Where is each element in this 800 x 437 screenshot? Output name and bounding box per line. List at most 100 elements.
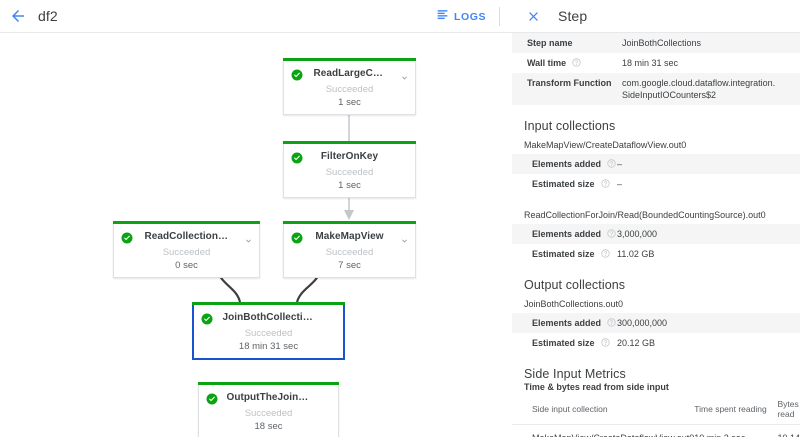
check-circle-icon: [201, 312, 213, 324]
table-header-row: Side input collection Time spent reading…: [512, 396, 800, 425]
table-row: Step name JoinBothCollections: [512, 33, 800, 53]
output-collections-title: Output collections: [524, 278, 626, 292]
summary-key: Step name: [527, 38, 573, 48]
check-circle-icon: [291, 231, 303, 243]
check-circle-icon: [121, 231, 133, 243]
input-collection-name: MakeMapView/CreateDataflowView.out0: [524, 140, 687, 150]
step-panel-header: Step: [512, 0, 800, 33]
node-time-text: 18 min 31 sec: [238, 341, 299, 352]
node-time-text: 0 sec: [175, 260, 198, 271]
metric-value: 11.02 GB: [617, 249, 655, 259]
summary-value: 18 min 31 sec: [622, 58, 679, 68]
metric-key: Elements added: [512, 224, 617, 244]
node-time-text: 1 sec: [338, 97, 361, 108]
column-header-bytes-read: Bytes read: [777, 396, 800, 425]
chevron-down-icon[interactable]: [400, 69, 409, 80]
node-header: JoinBothCollections: [194, 308, 343, 327]
logs-button[interactable]: LOGS: [436, 0, 486, 33]
table-row: Elements added 3,000,000: [512, 224, 800, 244]
node-status-bar: [283, 221, 416, 224]
side-input-collection-cell: MakeMapView/CreateDataflowView.out0: [512, 424, 695, 437]
chevron-down-icon[interactable]: [400, 232, 409, 243]
node-name: ReadLargeCollectionFr…: [313, 68, 400, 79]
node-status-text: Succeeded: [244, 408, 293, 419]
step-panel-title: Step: [558, 8, 588, 24]
node-header: FilterOnKey: [284, 147, 415, 166]
node-status-text: Succeeded: [325, 247, 374, 258]
node-status-bar: [198, 382, 339, 385]
table-row: Estimated size 20.12 GB: [512, 333, 800, 353]
node-time-text: 18 sec: [254, 421, 283, 432]
input-collection-name: ReadCollectionForJoin/Read(BoundedCounti…: [524, 210, 766, 220]
node-status-bar: [113, 221, 260, 224]
logs-button-label: LOGS: [454, 10, 486, 23]
node-status-bar: [192, 302, 345, 305]
help-icon[interactable]: [572, 58, 581, 67]
topbar-divider: [499, 7, 500, 26]
step-summary-table: Step name JoinBothCollections Wall time …: [512, 33, 800, 105]
metric-key: Elements added: [512, 313, 617, 333]
help-icon[interactable]: [607, 318, 616, 327]
node-name: OutputTheJoinedCollec…: [226, 392, 325, 403]
input-collection-metrics: Elements added – Estimated size –: [512, 154, 800, 194]
graph-node-output-the-joined-collection[interactable]: OutputTheJoinedCollec… Succeeded 18 sec: [198, 382, 339, 437]
help-icon[interactable]: [607, 159, 616, 168]
graph-node-join-both-collections[interactable]: JoinBothCollections Succeeded 18 min 31 …: [192, 302, 345, 360]
step-details-pane: Step Step name JoinBothCollections Wall …: [512, 0, 800, 437]
graph-node-make-map-view[interactable]: MakeMapView Succeeded 7 sec: [283, 221, 416, 278]
help-icon[interactable]: [600, 338, 610, 347]
node-status-text: Succeeded: [325, 167, 374, 178]
node-status-text: Succeeded: [325, 84, 374, 95]
node-header: MakeMapView: [284, 227, 415, 246]
check-circle-icon: [291, 68, 303, 80]
chevron-down-icon[interactable]: [244, 232, 253, 243]
node-header: ReadLargeCollectionFr…: [284, 64, 415, 83]
metric-value: 300,000,000: [617, 318, 668, 328]
help-icon[interactable]: [600, 179, 610, 188]
metric-key: Estimated size: [512, 244, 617, 264]
check-circle-icon: [291, 151, 303, 163]
graph-node-read-large-collection[interactable]: ReadLargeCollectionFr… Succeeded 1 sec: [283, 58, 416, 115]
table-row: Transform Function com.google.cloud.data…: [512, 73, 800, 105]
table-row: MakeMapView/CreateDataflowView.out0 10 m…: [512, 424, 800, 437]
job-name-title: df2: [38, 8, 58, 24]
node-name: MakeMapView: [315, 231, 384, 242]
step-panel-body: Step name JoinBothCollections Wall time …: [512, 33, 800, 437]
output-collection-metrics: Elements added 300,000,000 Estimated siz…: [512, 313, 800, 353]
node-status-text: Succeeded: [162, 247, 211, 258]
check-circle-icon: [206, 392, 218, 404]
metric-value: 3,000,000: [617, 229, 658, 239]
input-collection-metrics: Elements added 3,000,000 Estimated size …: [512, 224, 800, 264]
metric-value: –: [617, 179, 623, 189]
node-header: ReadCollectionForJoin: [114, 227, 259, 246]
close-x-icon[interactable]: [524, 7, 542, 25]
column-header-time-spent-reading: Time spent reading: [694, 396, 778, 425]
metric-key: Estimated size: [512, 333, 617, 353]
node-header: OutputTheJoinedCollec…: [199, 388, 338, 407]
node-name: JoinBothCollections: [222, 312, 321, 323]
node-status-text: Succeeded: [244, 328, 293, 339]
metric-key: Elements added: [512, 154, 617, 174]
job-topbar: df2 LOGS: [0, 0, 512, 33]
logs-lines-icon: [436, 8, 449, 26]
metric-key: Estimated size: [512, 174, 617, 194]
summary-key: Transform Function: [527, 78, 612, 88]
bytes-read-cell: 10.14 GB: [777, 424, 800, 437]
table-row: Estimated size 11.02 GB: [512, 244, 800, 264]
side-input-metrics-title: Side Input Metrics: [524, 367, 626, 381]
help-icon[interactable]: [607, 229, 616, 238]
job-graph-pane: df2 LOGS: [0, 0, 512, 437]
graph-node-read-collection-for-join[interactable]: ReadCollectionForJoin Succeeded 0 sec: [113, 221, 260, 278]
input-collections-title: Input collections: [524, 119, 616, 133]
help-icon[interactable]: [600, 249, 610, 258]
node-status-bar: [283, 141, 416, 144]
time-spent-reading-cell: 10 min 3 sec: [694, 424, 778, 437]
job-graph-canvas[interactable]: ReadLargeCollectionFr… Succeeded 1 sec F…: [0, 33, 512, 437]
node-status-bar: [283, 58, 416, 61]
summary-key-wall-time: Wall time: [512, 53, 622, 73]
table-row: Elements added –: [512, 154, 800, 174]
node-name: ReadCollectionForJoin: [144, 231, 243, 242]
arrow-left-icon[interactable]: [0, 0, 36, 33]
graph-node-filter-on-key[interactable]: FilterOnKey Succeeded 1 sec: [283, 141, 416, 198]
